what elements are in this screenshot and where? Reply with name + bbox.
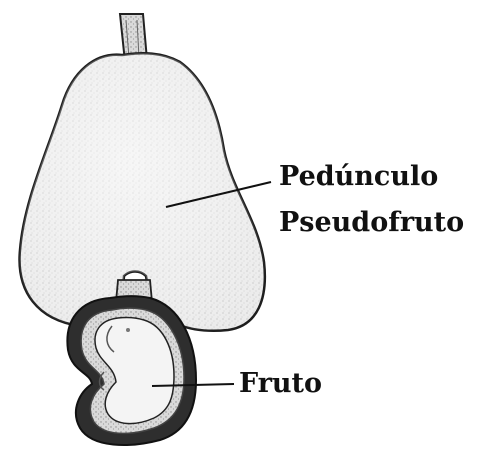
fruit-nut	[67, 296, 196, 445]
label-peduncle: Pedúnculo	[279, 163, 438, 190]
label-fruit: Fruto	[239, 370, 322, 397]
label-pseudofruit: Pseudofruto	[279, 209, 464, 236]
